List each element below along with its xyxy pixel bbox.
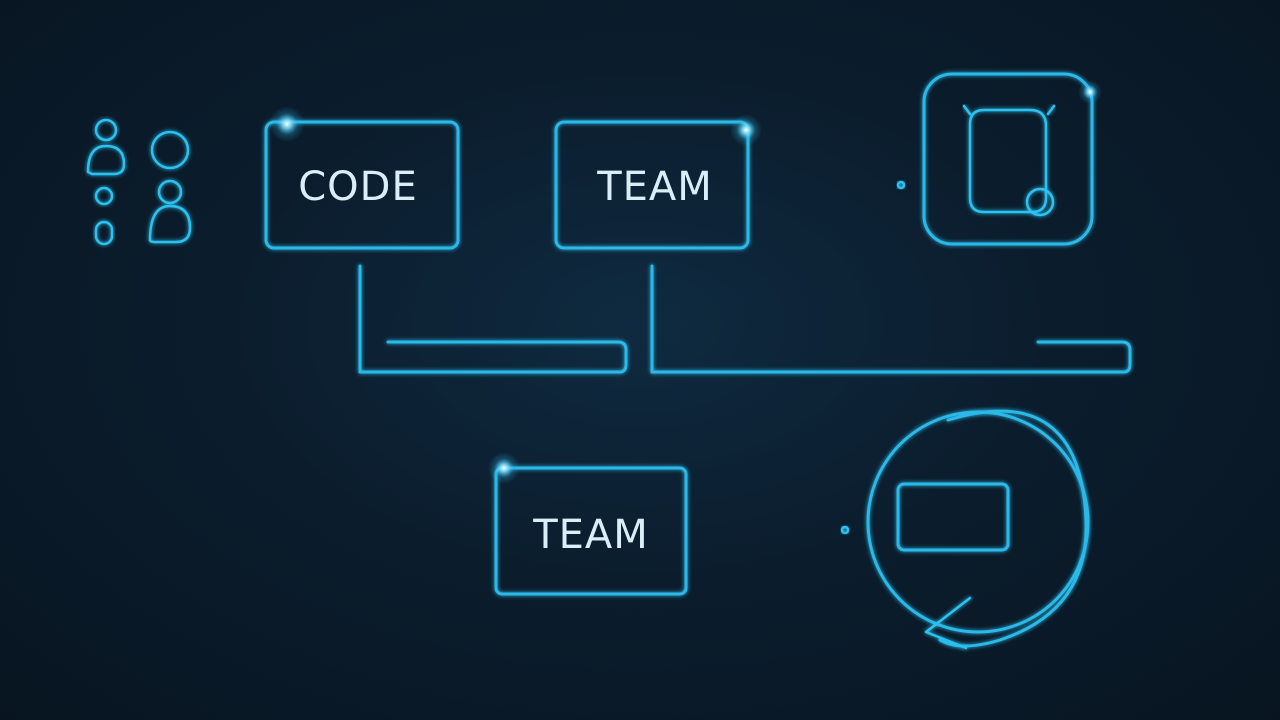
people-icon bbox=[86, 118, 192, 246]
connector-team-document bbox=[760, 148, 906, 222]
team-box-bottom[interactable]: TEAM bbox=[494, 466, 688, 596]
bracket-lines bbox=[358, 264, 1132, 374]
team-box-top-label: TEAM bbox=[596, 164, 713, 210]
team-box-bottom-label: TEAM bbox=[532, 512, 649, 558]
team-box-top[interactable]: TEAM bbox=[554, 120, 750, 250]
code-box-label: CODE bbox=[298, 164, 418, 210]
laptop-icon bbox=[866, 409, 1090, 650]
code-box[interactable]: CODE bbox=[264, 120, 460, 250]
document-icon bbox=[922, 72, 1094, 246]
glow-flares bbox=[269, 80, 1102, 484]
connector-team-laptop bbox=[696, 492, 850, 568]
